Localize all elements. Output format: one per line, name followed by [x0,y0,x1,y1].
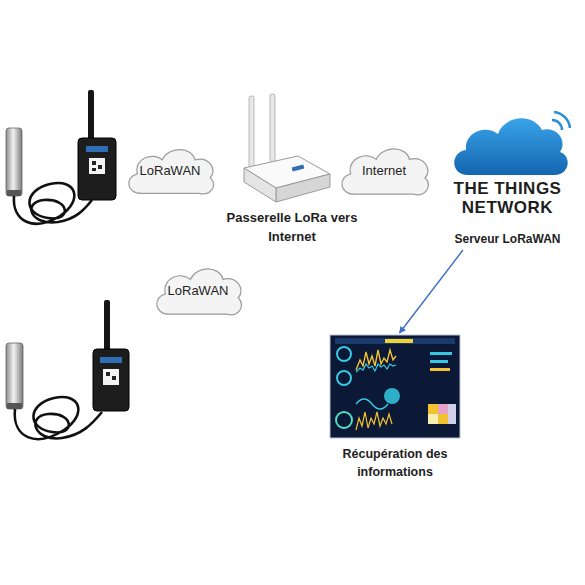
node-label: LoRaWAN [122,143,218,199]
chart-line [356,350,396,370]
ttn-logo-cloud [454,112,570,175]
server-node: THE THINGS NETWORK Serveur LoRaWAN [440,105,575,250]
sensor-device [6,300,129,439]
chart-line [356,412,392,430]
probe-tip [7,190,21,196]
probe-body [6,343,23,409]
router-logo [292,165,305,172]
node-sublabel: Serveur LoRaWAN [440,231,575,247]
gateway-router [244,94,330,202]
gauge [337,371,351,385]
qr-dot [106,372,110,376]
node-label: Internet [335,142,433,200]
qr-dot [92,161,96,165]
sensor-cable [15,397,102,439]
heat-cell [438,404,448,414]
flow-arrow [400,250,463,333]
chart-line [356,364,396,372]
qr-dot [98,165,102,169]
signal-arc [552,120,562,130]
network-cloud: LoRaWAN [122,143,218,199]
router-side [244,168,276,202]
qr-dot [92,168,96,171]
info-bar [430,352,452,355]
heat-cell [438,414,448,424]
sensor-device [6,90,116,224]
info-bar [430,360,448,363]
gauge [337,347,351,361]
gateway-node: Passerelle LoRa vers Internet [222,95,362,255]
sensor-logo [86,146,108,152]
router-front [276,174,330,202]
dashboard-screen [330,335,460,438]
sensor-box [93,349,129,411]
sensor-sticker [103,369,119,385]
network-cloud: LoRaWAN [150,262,246,320]
sensor-sticker [89,158,105,174]
sensor-box [78,138,116,200]
screen-header [335,338,455,344]
signal-arc [554,112,570,128]
probe-tip [7,403,22,409]
node-label: LoRaWAN [150,262,246,320]
info-bar [430,368,450,371]
screen-header-mark [385,339,413,343]
gauge [336,412,352,428]
chart-wave [356,399,388,409]
router-antenna [270,94,275,162]
router-antenna [249,96,254,168]
probe-body [6,128,22,196]
network-cloud: Internet [335,142,433,200]
heat-cell [428,414,438,424]
dashboard-node: Récupération des informations [320,333,470,483]
antenna [88,90,94,142]
sensor-logo [100,357,122,363]
chart-dot [384,388,400,404]
ttn-cloud [454,118,567,175]
node-label: Passerelle LoRa vers Internet [222,208,362,246]
node-label: Récupération des informations [320,445,470,481]
qr-dot [112,376,116,380]
node-label: THE THINGS NETWORK [440,179,575,217]
heat-cell [448,404,456,424]
heat-cell [428,404,438,414]
screen-frame [330,335,460,438]
antenna [104,300,110,352]
